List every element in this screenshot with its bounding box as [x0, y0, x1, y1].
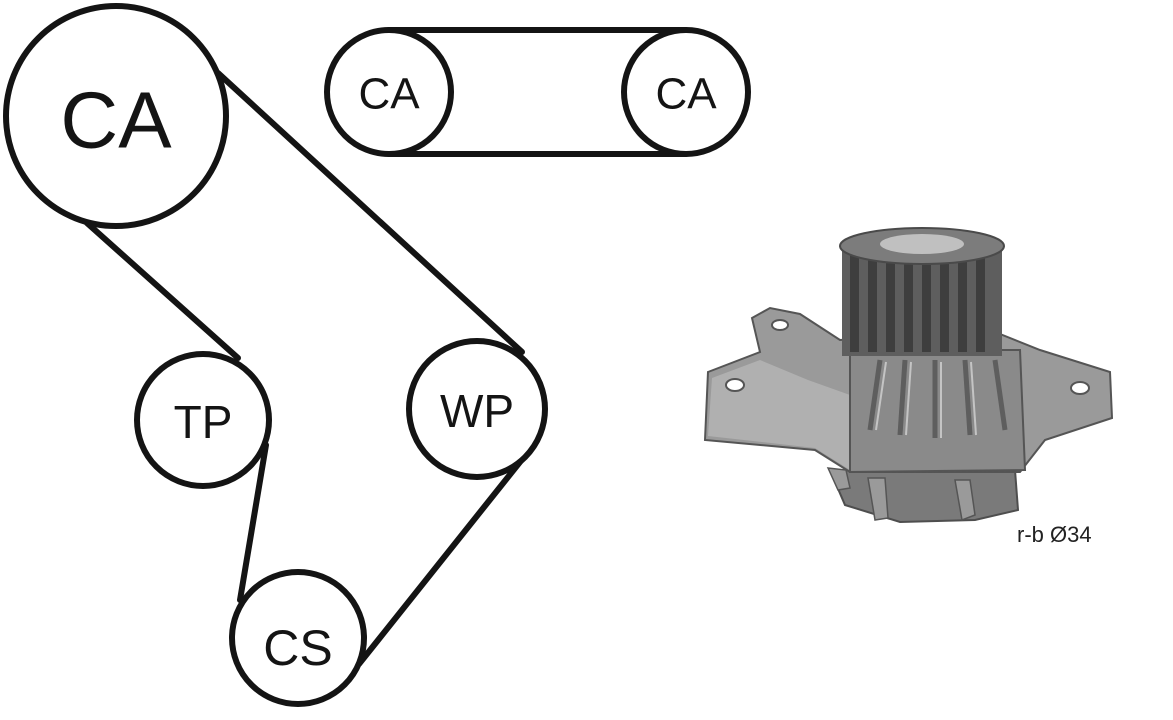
belt-segment-ca-wp [215, 70, 525, 355]
pulley-ca-small-left: CA [324, 27, 454, 157]
pulley-tp-label: TP [174, 396, 233, 448]
cam-belt [386, 27, 689, 157]
pump-ribs [867, 359, 1008, 438]
belt-segment-tp-cs [237, 442, 269, 603]
pulley-cs-label: CS [263, 620, 332, 676]
pulley-ca-main-label: CA [60, 76, 172, 165]
pulley-wp-label: WP [440, 385, 514, 437]
belt-segment-ca-tp [84, 220, 241, 361]
pulley-ca-small-right: CA [621, 27, 751, 157]
pulley-wp: WP [406, 338, 548, 480]
pump-gear-hub [880, 234, 964, 254]
pump-outlet [828, 469, 1020, 524]
pulley-ca-small-left-label: CA [358, 70, 420, 119]
pump-hole-right [1070, 381, 1090, 395]
water-pump-image [703, 227, 1114, 524]
pulley-tp: TP [134, 351, 272, 489]
belt-segment-cs-wp [356, 459, 523, 667]
pulley-ca-main: CA [3, 3, 229, 229]
pulley-ca-small-right-label: CA [655, 70, 717, 119]
pump-hole-top [771, 319, 789, 331]
pump-gear-teeth [850, 252, 985, 352]
pump-caption: r-b Ø34 [1017, 522, 1092, 547]
main-belt [84, 70, 525, 667]
pump-hole-left [725, 378, 745, 392]
pulley-cs: CS [229, 569, 367, 707]
